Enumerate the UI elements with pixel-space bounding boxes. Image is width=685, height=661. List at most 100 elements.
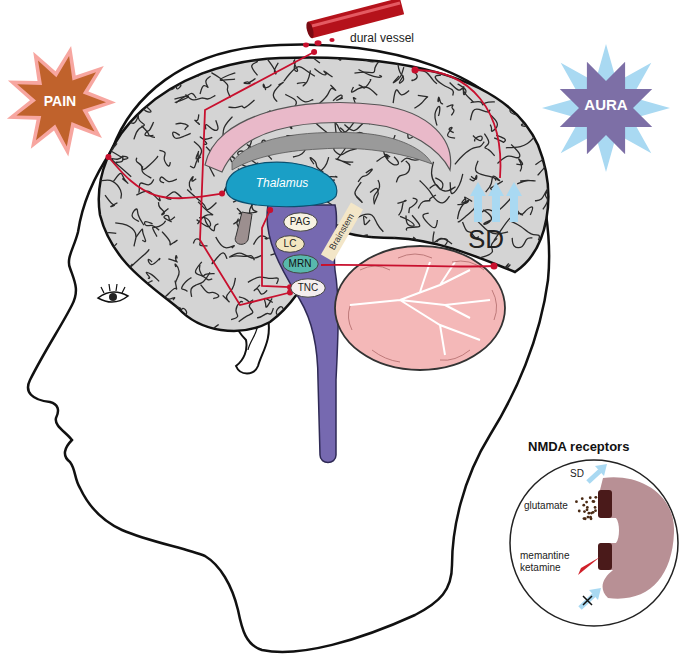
glutamate-dot [583,510,586,513]
gyrus-line [88,40,95,59]
glutamate-dot [581,497,584,500]
gyrus-line [354,61,379,73]
gyrus-line [110,141,117,150]
gyrus-line [447,105,454,115]
gyrus-line [136,229,145,242]
glutamate-dot [590,517,593,520]
gyrus-line [211,73,230,98]
gyrus-line [134,58,141,71]
gyrus-line [107,116,138,136]
gyrus-line [78,219,91,249]
sd-dot [491,263,498,270]
pain-burst [7,46,116,156]
node-label: memantine ketamine [520,550,576,573]
glutamate-dot [594,509,597,512]
blood-drop [329,38,334,42]
gyrus-line [518,95,525,104]
glutamate-dot [592,500,595,503]
gyrus-line [433,231,452,243]
sd-arrow [470,182,486,222]
gyrus-line [158,324,197,339]
gyrus-line [510,221,540,240]
nucleus-outline [283,213,317,231]
gyrus-line [432,162,456,191]
gyrus-line [207,60,214,63]
gyrus-line [462,197,472,203]
gyrus-line [199,265,214,276]
gyrus-line [340,247,360,264]
gyrus-line [284,342,299,350]
gyrus-line [400,216,414,227]
gyrus-line [213,339,219,351]
gyrus-line [182,278,192,292]
gyrus-line [351,87,377,95]
gyrus-line [72,295,90,307]
gyrus-line [136,158,151,178]
gyrus-line [144,222,159,231]
glutamate-dot [586,506,589,509]
gyrus-line [248,277,278,284]
pathway-dot [267,207,273,213]
node-label: PAG [290,216,310,228]
pain-node: PAIN [2,45,118,157]
gyrus-line [552,271,591,300]
gyrus-line [297,96,313,102]
gyrus-line [418,195,436,208]
blocked-arrow-shaft [580,595,594,608]
gyrus-line [414,95,427,108]
gyrus-line [162,298,174,305]
gyrus-line [179,308,187,317]
gyrus-line [96,233,117,241]
vessel-to-sd-line [415,70,500,178]
gyrus-line [160,177,177,183]
sd-arrow-shaft [588,471,600,482]
blood-drop [315,40,322,46]
vessel-body [310,6,402,30]
gyrus-line [192,321,197,334]
gyrus-line [186,94,216,100]
glutamate-dot [586,508,589,511]
gyrus-line [127,295,135,305]
block-mark [583,596,592,605]
gyrus-line [528,266,535,276]
gyrus-line [92,149,106,167]
gyrus-line [470,109,490,120]
head-outline [28,44,549,651]
gyrus-line [164,215,175,221]
gyrus-line [503,264,511,272]
glutamate-dot [594,506,597,509]
gyrus-line [170,54,191,58]
gyrus-line [228,100,254,108]
gyrus-line [104,311,111,321]
pathway-dot [219,191,225,197]
gyrus-line [525,343,552,358]
gyrus-line [197,70,204,77]
gyrus-line [274,307,283,321]
node-label: SD [570,468,584,480]
vessel-end [305,21,315,39]
gyrus-line [111,156,131,177]
gyrus-line [176,77,183,89]
gyrus-line [521,122,535,126]
gyrus-line [549,160,559,171]
gyrus-line [93,256,113,265]
gyrus-line [89,333,102,343]
glutamate-dot [582,504,585,507]
gyrus-line [516,159,522,172]
gyrus-line [195,262,212,280]
gyrus-line [535,180,554,201]
antagonist-wedge [578,557,600,575]
gyrus-line [94,309,100,317]
sd-arrow [506,182,522,222]
pathway-dot [105,154,111,160]
gyrus-line [535,160,555,174]
gyrus-line [244,79,255,84]
node-label: dural vessel [350,32,414,46]
gyrus-line [190,142,201,168]
gyrus-line [159,306,181,319]
gyrus-line [111,342,123,358]
gyrus-line [457,38,473,60]
gyrus-line [159,202,169,215]
gyrus-line [374,180,380,204]
gyrus-line [159,150,170,166]
